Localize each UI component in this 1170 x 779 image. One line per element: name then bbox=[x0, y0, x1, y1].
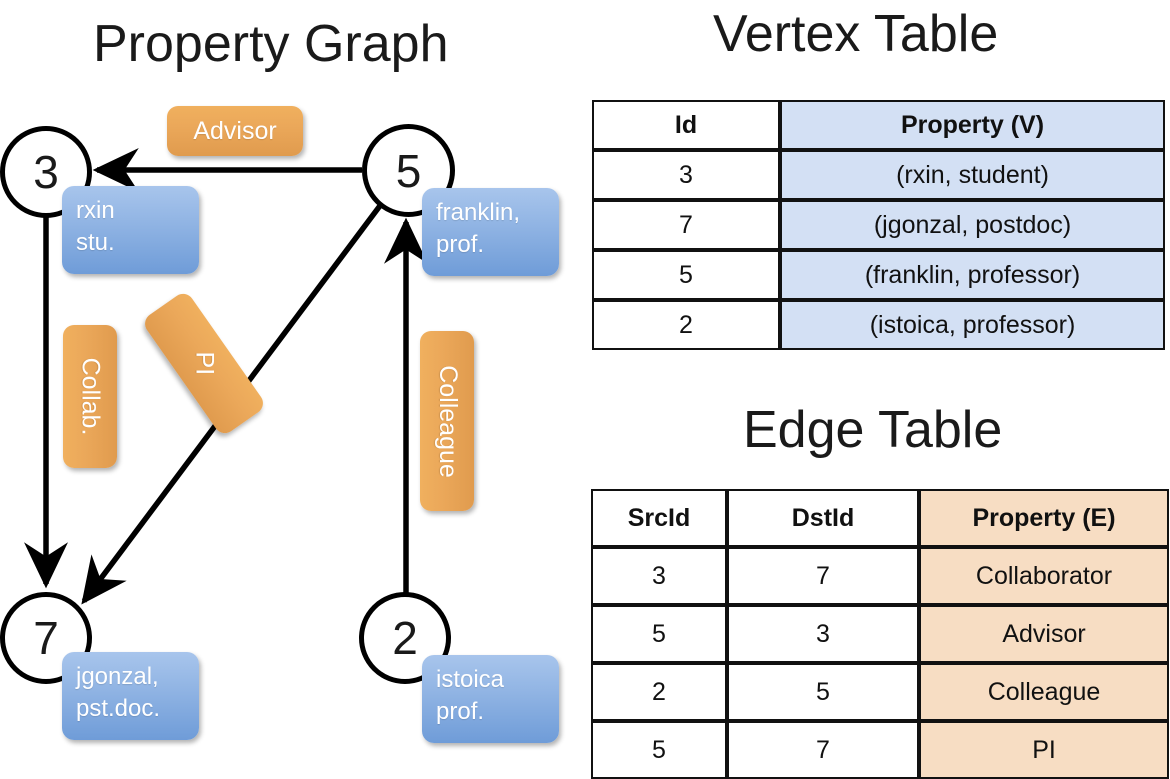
table-row: 5 (franklin, professor) bbox=[592, 250, 1165, 300]
vertex-table-header-id: Id bbox=[592, 100, 780, 150]
vertex-table-cell-id: 7 bbox=[592, 200, 780, 250]
graph-edge-label-text: Colleague bbox=[433, 364, 462, 478]
edge-table-cell-dstid: 7 bbox=[727, 547, 919, 605]
table-header-row: Id Property (V) bbox=[592, 100, 1165, 150]
edge-table-header-dstid: DstId bbox=[727, 489, 919, 547]
edge-table-cell-property: Advisor bbox=[919, 605, 1169, 663]
table-row: 3 (rxin, student) bbox=[592, 150, 1165, 200]
graph-node-property-line: pst.doc. bbox=[76, 694, 161, 722]
edge-table-header-srcid: SrcId bbox=[591, 489, 727, 547]
table-row: 2 5 Colleague bbox=[591, 663, 1169, 721]
table-row: 5 7 PI bbox=[591, 721, 1169, 779]
graph-node-5[interactable]: 5 bbox=[362, 124, 455, 217]
edge-table-cell-dstid: 5 bbox=[727, 663, 919, 721]
graph-edge-label-text: PI bbox=[190, 351, 219, 376]
vertex-table-cell-id: 3 bbox=[592, 150, 780, 200]
graph-node-property-line: rxin bbox=[76, 197, 115, 224]
edge-table-cell-srcid: 3 bbox=[591, 547, 727, 605]
edge-table-cell-srcid: 2 bbox=[591, 663, 727, 721]
edge-table-cell-srcid: 5 bbox=[591, 605, 727, 663]
graph-edge-label-text: Collab. bbox=[76, 357, 105, 436]
edge-table-cell-property: Colleague bbox=[919, 663, 1169, 721]
graph-edge-label-colleague: Colleague bbox=[420, 331, 474, 511]
vertex-table-cell-property: (franklin, professor) bbox=[780, 250, 1165, 300]
table-row: 2 (istoica, professor) bbox=[592, 300, 1165, 350]
vertex-table-cell-id: 2 bbox=[592, 300, 780, 350]
table-header-row: SrcId DstId Property (E) bbox=[591, 489, 1169, 547]
vertex-table-cell-id: 5 bbox=[592, 250, 780, 300]
graph-edge-label-advisor: Advisor bbox=[167, 106, 303, 156]
edge-table: SrcId DstId Property (E) 3 7 Collaborato… bbox=[591, 489, 1169, 779]
graph-node-property-line: prof. bbox=[436, 230, 485, 258]
page-title-property-graph: Property Graph bbox=[93, 15, 449, 73]
graph-edge-label-text: Advisor bbox=[193, 116, 277, 145]
graph-edge-label-collab: Collab. bbox=[63, 325, 117, 468]
vertex-table-header-property: Property (V) bbox=[780, 100, 1165, 150]
edge-table-header-property: Property (E) bbox=[919, 489, 1169, 547]
page-title-edge-table: Edge Table bbox=[743, 401, 1003, 459]
vertex-table-cell-property: (jgonzal, postdoc) bbox=[780, 200, 1165, 250]
table-row: 3 7 Collaborator bbox=[591, 547, 1169, 605]
graph-node-property-box-3: rxin stu. bbox=[62, 186, 199, 274]
graph-node-property-box-5: franklin, prof. bbox=[422, 188, 559, 276]
page-title-vertex-table: Vertex Table bbox=[713, 5, 999, 63]
vertex-table-cell-property: (rxin, student) bbox=[780, 150, 1165, 200]
graph-node-property-line: franklin, bbox=[436, 199, 521, 226]
edge-table-cell-dstid: 3 bbox=[727, 605, 919, 663]
vertex-table-cell-property: (istoica, professor) bbox=[780, 300, 1165, 350]
edge-table-cell-property: Collaborator bbox=[919, 547, 1169, 605]
graph-node-property-box-7: jgonzal, pst.doc. bbox=[62, 652, 199, 740]
edge-table-cell-srcid: 5 bbox=[591, 721, 727, 779]
graph-node-property-box-2: istoica prof. bbox=[422, 655, 559, 743]
graph-node-property-line: stu. bbox=[76, 228, 115, 256]
graph-node-2[interactable]: 2 bbox=[359, 592, 451, 684]
vertex-table: Id Property (V) 3 (rxin, student) 7 (jgo… bbox=[592, 100, 1165, 350]
graph-node-property-line: jgonzal, bbox=[76, 663, 159, 690]
edge-table-cell-dstid: 7 bbox=[727, 721, 919, 779]
edge-table-cell-property: PI bbox=[919, 721, 1169, 779]
graph-node-property-line: prof. bbox=[436, 697, 485, 725]
graph-node-property-line: istoica bbox=[436, 666, 505, 693]
table-row: 5 3 Advisor bbox=[591, 605, 1169, 663]
table-row: 7 (jgonzal, postdoc) bbox=[592, 200, 1165, 250]
